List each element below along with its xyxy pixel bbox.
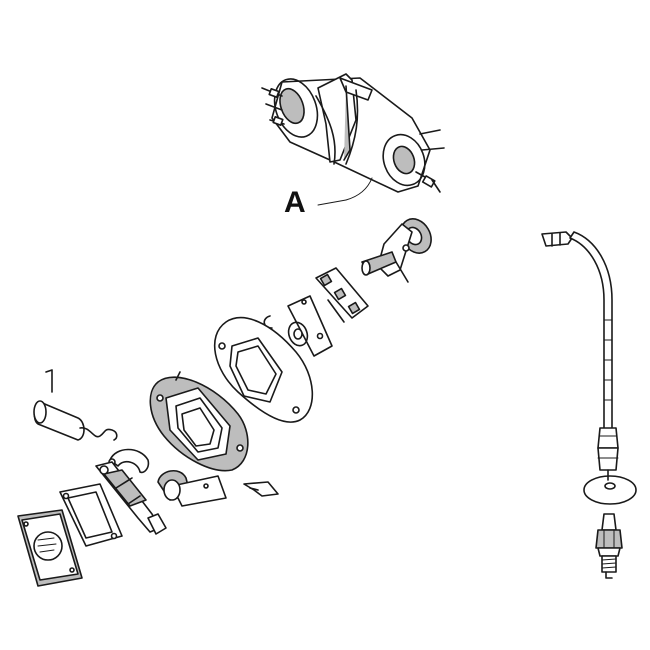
callout-a-leader-curve [345, 177, 373, 201]
flexible-lead [541, 231, 619, 481]
saddle-bracket [157, 470, 227, 507]
spring-clip [243, 481, 279, 497]
condenser [33, 369, 118, 441]
callout-a-label: A [284, 186, 306, 219]
felt-washer [583, 475, 637, 505]
callout-a-leader [317, 199, 347, 206]
nameplate-cover [17, 509, 83, 587]
flexible-lead-ribs [603, 319, 613, 401]
ignition-coil-part-a [261, 73, 445, 193]
mounting-plate-gasket [213, 317, 314, 423]
contact-breaker-arm [361, 218, 432, 283]
spark-plug-thread [601, 558, 617, 569]
spark-plug [595, 513, 623, 579]
base-housing [149, 371, 249, 472]
nameplate-marks [37, 537, 57, 553]
breaker-bracket [287, 295, 333, 357]
contact-points-strip [315, 267, 369, 323]
callout-a: A [284, 177, 373, 219]
contact-arm-assembly [95, 461, 167, 535]
cover-gasket [59, 483, 123, 547]
